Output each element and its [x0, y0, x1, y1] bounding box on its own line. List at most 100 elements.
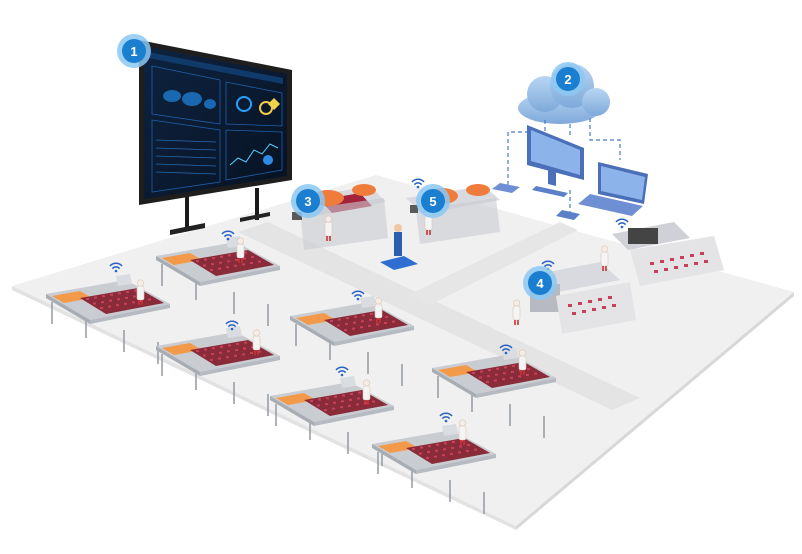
conveyor-side	[90, 304, 170, 324]
hopper	[226, 326, 242, 338]
product-item	[242, 263, 245, 266]
product-item	[348, 404, 351, 407]
product-item	[318, 398, 321, 401]
floor-edge-right	[516, 292, 794, 530]
wifi-icon	[499, 344, 513, 355]
wifi-icon	[411, 178, 425, 189]
product-item	[235, 348, 238, 351]
product-item	[370, 313, 373, 315]
product-item	[479, 376, 482, 379]
product-item	[434, 455, 437, 458]
product-item	[356, 403, 359, 406]
product-item	[93, 302, 96, 305]
conveyor-side	[372, 444, 416, 474]
product-item	[196, 350, 199, 352]
worker-icon	[518, 349, 527, 375]
product-item	[472, 372, 475, 374]
product-item	[125, 296, 128, 299]
product-item	[226, 266, 229, 269]
product-item	[108, 305, 111, 308]
marker-display-wall: 1	[117, 34, 151, 68]
product-item	[203, 264, 206, 267]
conveyor-line	[290, 296, 414, 386]
product-item	[100, 307, 103, 309]
product-item	[350, 393, 353, 395]
marker-circle	[421, 189, 445, 213]
product-item	[362, 314, 365, 317]
stand-foot	[240, 212, 270, 222]
product-item	[480, 370, 483, 373]
product-item	[124, 302, 127, 305]
product-item	[210, 359, 213, 361]
conveyor-side	[156, 346, 200, 376]
product-item	[133, 295, 136, 298]
product-item	[234, 264, 237, 267]
product-item	[227, 260, 230, 263]
product-item	[486, 381, 489, 383]
marker-number: 1	[130, 44, 137, 59]
product-item	[412, 448, 415, 450]
product-item	[324, 409, 327, 411]
marker-circle	[296, 189, 320, 213]
product-item	[101, 301, 104, 304]
conveyor-side	[432, 368, 476, 398]
product-item	[368, 324, 371, 327]
product-item	[377, 317, 380, 320]
wifi-icon	[225, 320, 239, 331]
product-item	[342, 394, 345, 397]
product-item	[86, 298, 89, 300]
product-item	[334, 395, 337, 398]
pentagon-marker	[268, 98, 280, 110]
product-item	[349, 398, 352, 401]
product-item	[443, 448, 446, 451]
conveyor-side	[200, 356, 280, 376]
product-item	[361, 320, 364, 323]
product-item	[337, 324, 340, 327]
product-item	[243, 257, 246, 260]
wifi-icon	[109, 262, 123, 273]
product-item	[458, 451, 461, 454]
product-item	[435, 449, 438, 452]
product-item	[340, 406, 343, 409]
product-item	[258, 350, 261, 353]
product-item	[235, 258, 238, 261]
wifi-icon	[351, 290, 365, 301]
product-item	[526, 374, 529, 376]
product-item	[317, 404, 320, 407]
product-item	[310, 400, 313, 402]
product-item	[148, 298, 151, 301]
worker-icon	[512, 299, 521, 325]
stand-foot	[170, 223, 205, 235]
product-item	[450, 452, 453, 455]
product-item	[420, 446, 423, 449]
product-item	[242, 353, 245, 356]
product-item	[196, 260, 199, 262]
product-item	[487, 375, 490, 378]
product-item	[502, 378, 505, 381]
product-item	[326, 397, 329, 400]
product-item	[333, 401, 336, 404]
product-item	[203, 354, 206, 357]
dashboard-gauges-panel	[225, 81, 283, 127]
hopper	[340, 376, 356, 388]
worker-icon	[324, 215, 333, 241]
conveyor-side	[314, 406, 394, 426]
router	[556, 210, 580, 220]
marker-number: 2	[564, 72, 571, 87]
worker-icon	[252, 329, 261, 355]
product-item	[503, 372, 506, 375]
product-item	[427, 451, 430, 454]
product-item	[488, 369, 491, 372]
marker-processing-station-a: 3	[291, 184, 325, 218]
hopper	[116, 274, 132, 286]
dashboard-header	[148, 52, 283, 84]
product-item	[244, 251, 247, 254]
product-item	[384, 322, 387, 324]
display-wall	[139, 40, 292, 235]
product-item	[504, 366, 507, 369]
conveyor-side	[416, 454, 496, 474]
water-drop	[263, 155, 273, 165]
hopper	[442, 424, 458, 436]
